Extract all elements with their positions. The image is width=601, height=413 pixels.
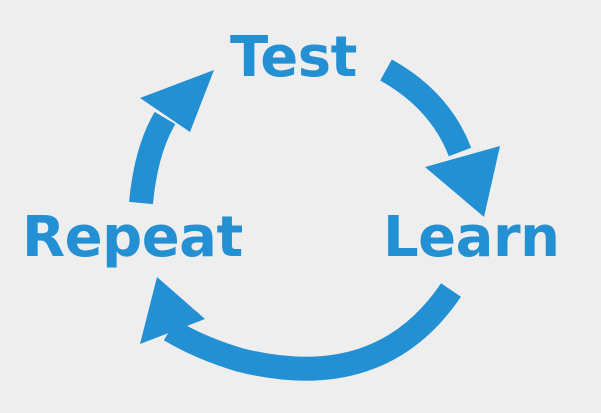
arrow-repeat-to-test	[129, 70, 214, 205]
arrow-shaft	[129, 111, 176, 205]
arrowhead-icon	[140, 70, 214, 132]
arrow-test-to-learn	[379, 59, 500, 217]
node-learn-label: Learn	[383, 205, 560, 270]
arrow-shaft	[379, 59, 472, 157]
node-repeat-label: Repeat	[22, 205, 243, 270]
arrowhead-icon	[140, 277, 205, 344]
arrow-learn-to-repeat	[140, 277, 461, 381]
node-test-label: Test	[230, 25, 357, 90]
arrowhead-icon	[425, 146, 500, 217]
arrow-shaft	[163, 283, 461, 381]
